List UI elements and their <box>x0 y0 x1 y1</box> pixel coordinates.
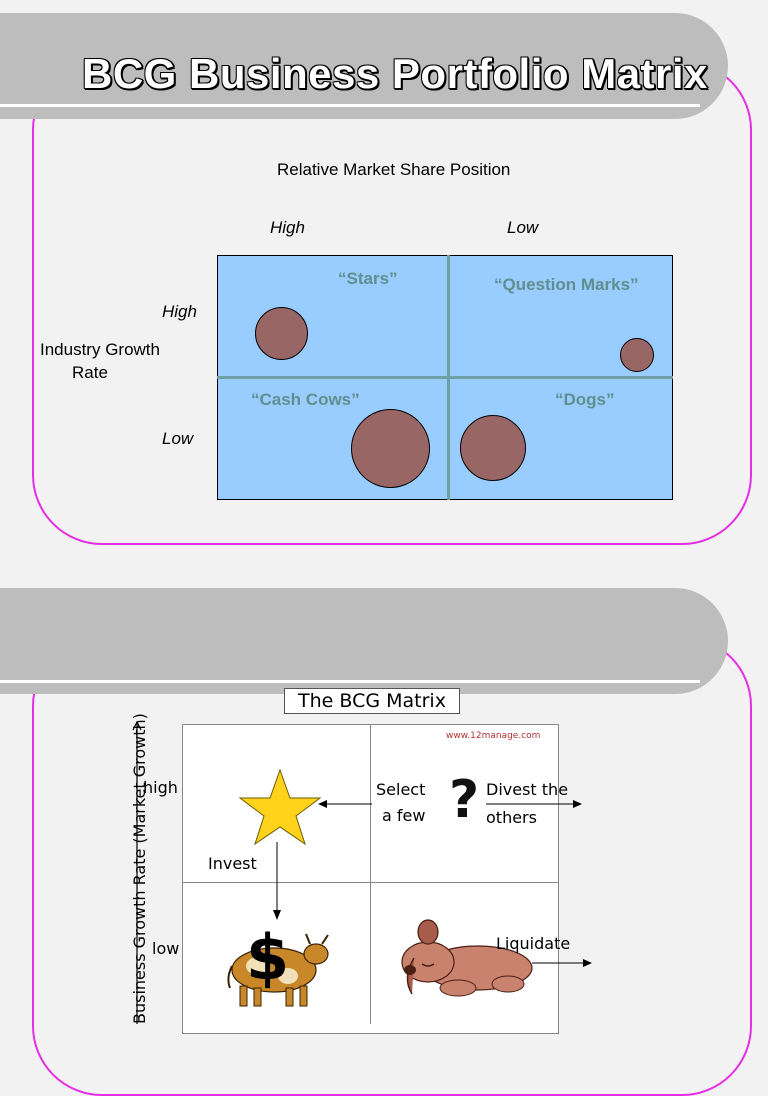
slide2-title-bar <box>0 588 728 694</box>
row-label-low: low <box>152 939 180 958</box>
slide1-title-underline <box>0 104 700 107</box>
quadrant-label-dogs: “Dogs” <box>555 390 615 409</box>
slide2-title-underline <box>0 680 700 683</box>
y-axis-label: Business Growth Rate (Market Growth) <box>130 713 149 1024</box>
divest-label-line1: Divest the <box>486 780 569 799</box>
liquidate-label: Liquidate <box>496 934 571 953</box>
slide1-title: BCG Business Portfolio Matrix <box>82 50 708 97</box>
y-axis-low-label: Low <box>162 429 194 448</box>
bubble-cash-cows <box>351 409 430 488</box>
select-label-line2: a few <box>382 806 426 825</box>
divest-label-line2: others <box>486 808 537 827</box>
bubble-question-marks <box>620 338 654 372</box>
matrix-vertical-divider <box>370 724 371 1024</box>
arrow-invest <box>273 842 281 920</box>
arrow-divest <box>486 800 582 808</box>
arrow-select-to-star <box>318 800 372 808</box>
y-axis-title-line1: Industry Growth <box>40 340 160 359</box>
invest-label: Invest <box>208 854 257 873</box>
arrow-liquidate <box>532 959 592 967</box>
question-mark-icon: ? <box>449 770 480 830</box>
slide1-title-bar <box>0 13 728 119</box>
cash-cow-icon <box>227 933 329 1007</box>
grid-horizontal-divider <box>217 376 673 379</box>
bubble-dogs <box>460 415 526 481</box>
x-axis-low-label: Low <box>507 218 539 237</box>
row-label-high: high <box>143 778 178 797</box>
bubble-stars <box>255 307 308 360</box>
y-axis-title-line2: Rate <box>72 363 108 382</box>
dollar-icon: $ <box>246 921 290 994</box>
y-axis-high-label: High <box>162 302 197 321</box>
x-axis-title: Relative Market Share Position <box>277 160 511 179</box>
quadrant-label-cash-cows: “Cash Cows” <box>251 390 360 409</box>
quadrant-label-question-marks: “Question Marks” <box>494 275 639 294</box>
matrix-title: The BCG Matrix <box>284 688 460 714</box>
select-label-line1: Select <box>376 780 426 799</box>
x-axis-high-label: High <box>270 218 305 237</box>
quadrant-label-stars: “Stars” <box>338 269 398 288</box>
star-icon <box>238 768 322 846</box>
y-axis-arrow <box>132 720 142 1024</box>
dog-icon <box>401 919 533 997</box>
source-url: www.12manage.com <box>446 731 541 741</box>
matrix-horizontal-divider <box>182 882 559 883</box>
